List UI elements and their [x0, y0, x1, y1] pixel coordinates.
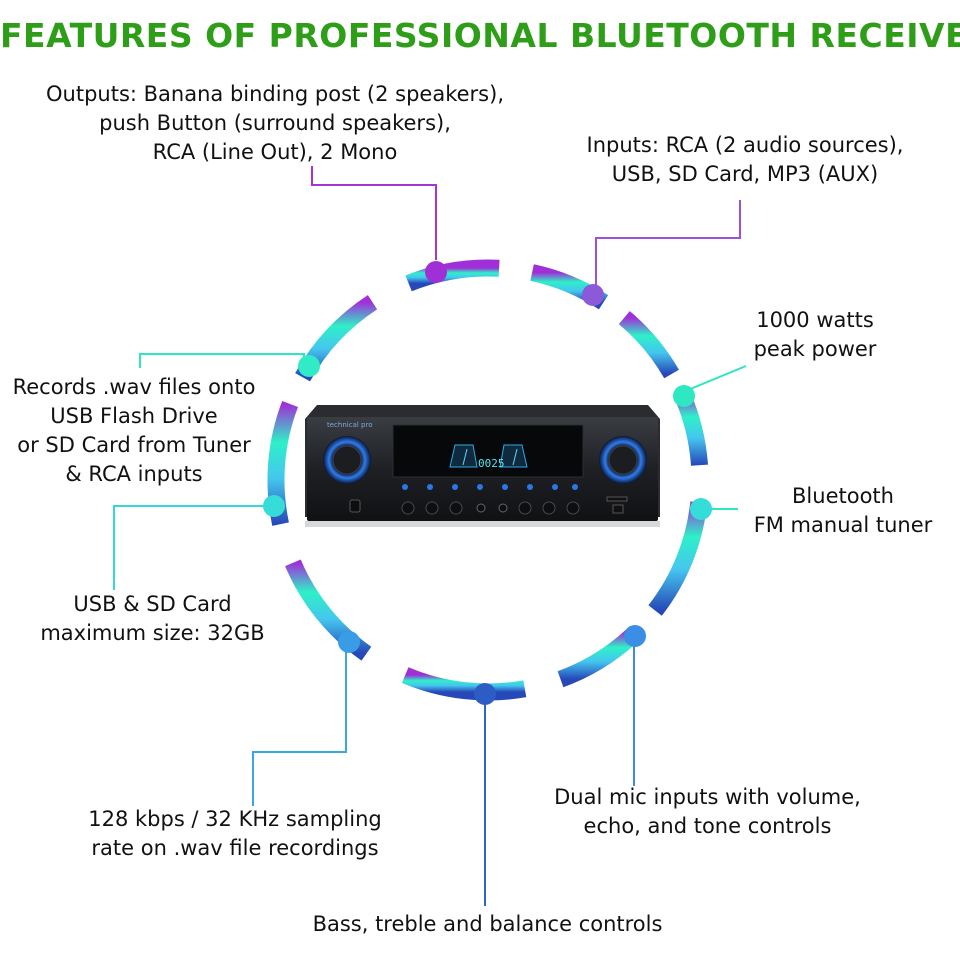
label-mic: Dual mic inputs with volume, echo, and t… [540, 783, 875, 841]
ring-segment [648, 501, 708, 616]
dot-usb-sd [263, 495, 285, 517]
dot-sampling [338, 631, 360, 653]
dot-bluetooth [690, 498, 712, 520]
dot-bass [474, 683, 496, 705]
page-title: FEATURES OF PROFESSIONAL BLUETOOTH RECEI… [0, 16, 960, 55]
label-inputs-line2: USB, SD Card, MP3 (AUX) [611, 162, 879, 186]
label-records-line3: or SD Card from Tuner [17, 433, 251, 457]
dot-outputs [425, 261, 447, 283]
connector-inputs [595, 200, 741, 290]
label-bluetooth-line2: FM manual tuner [753, 513, 933, 537]
label-records: Records .wav files onto USB Flash Drive … [5, 373, 263, 489]
connector-records [139, 353, 305, 368]
label-sampling-line1: 128 kbps / 32 KHz sampling [88, 807, 382, 831]
label-inputs: Inputs: RCA (2 audio sources), USB, SD C… [575, 131, 915, 189]
label-records-line2: USB Flash Drive [50, 404, 218, 428]
receiver-device-image: technical pro 0025 [305, 405, 660, 527]
connector-power [682, 365, 747, 393]
label-records-line4: & RCA inputs [65, 462, 203, 486]
ring-segment [557, 626, 642, 688]
label-bluetooth-line1: Bluetooth [792, 484, 894, 508]
dot-power [673, 385, 695, 407]
label-power-line2: peak power [753, 337, 877, 361]
connector-sampling [252, 642, 347, 806]
connector-usb-sd [113, 505, 272, 590]
label-usb-sd: USB & SD Card maximum size: 32GB [20, 590, 285, 648]
ring-segment [401, 667, 527, 701]
label-inputs-line1: Inputs: RCA (2 audio sources), [586, 133, 904, 157]
label-outputs-line1: Outputs: Banana binding post (2 speakers… [46, 82, 504, 106]
label-bass: Bass, treble and balance controls [285, 910, 690, 939]
dot-inputs [582, 284, 604, 306]
device-brand: technical pro [327, 421, 372, 429]
label-mic-line2: echo, and tone controls [583, 814, 832, 838]
label-usb-sd-line1: USB & SD Card [73, 592, 232, 616]
label-outputs-line3: RCA (Line Out), 2 Mono [152, 140, 398, 164]
label-outputs: Outputs: Banana binding post (2 speakers… [30, 80, 520, 167]
label-records-line1: Records .wav files onto [12, 375, 256, 399]
connector-outputs [311, 166, 437, 260]
display-readout: 0025 [478, 457, 505, 470]
label-power-line1: 1000 watts [756, 308, 874, 332]
dot-records [298, 355, 320, 377]
label-outputs-line2: push Button (surround speakers), [99, 111, 451, 135]
label-usb-sd-line2: maximum size: 32GB [40, 621, 265, 645]
label-bass-line1: Bass, treble and balance controls [312, 912, 663, 936]
label-bluetooth: Bluetooth FM manual tuner [740, 482, 946, 540]
dot-mic [624, 625, 646, 647]
label-sampling-line2: rate on .wav file recordings [91, 836, 379, 860]
label-sampling: 128 kbps / 32 KHz sampling rate on .wav … [65, 805, 405, 863]
label-mic-line1: Dual mic inputs with volume, [554, 785, 861, 809]
label-power: 1000 watts peak power [740, 306, 890, 364]
ring-segment [618, 311, 679, 379]
ring-segment [405, 259, 500, 292]
